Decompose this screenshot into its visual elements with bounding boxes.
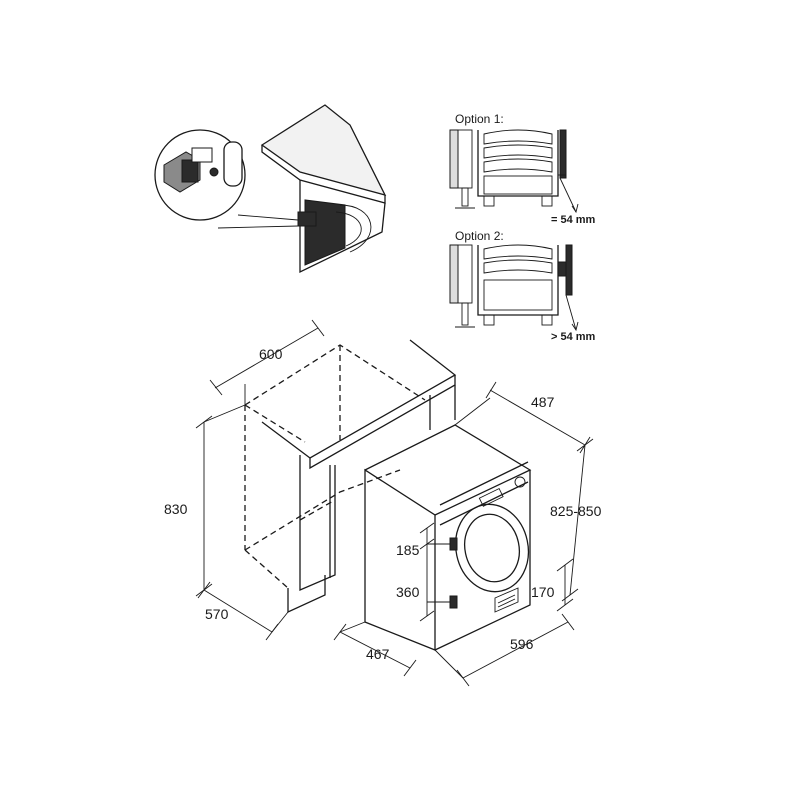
option1-door [559, 129, 567, 179]
dimension-labels: 600 830 570 487 825-850 596 467 185 360 … [164, 346, 602, 662]
dim-cabinet-width: 600 [259, 346, 283, 362]
option2-label: Option 2: [455, 229, 504, 243]
program-dial-icon [514, 476, 526, 488]
dim-machine-base-depth: 467 [366, 646, 390, 662]
option2-machine [477, 245, 559, 316]
hinge-screw-icon [209, 167, 219, 177]
dim-door-upper: 185 [396, 542, 420, 558]
plinth [287, 575, 326, 614]
option2-value: > 54 mm [551, 331, 596, 343]
option2-arrow-icon [571, 321, 579, 332]
hinge-mount [297, 211, 317, 227]
hinge-detail [154, 104, 387, 274]
option2-panel: Option 2: > 54 mm [449, 229, 596, 343]
dim-machine-height: 825-850 [550, 503, 602, 519]
dim-machine-width: 596 [510, 636, 534, 652]
door-hinge-lower-icon [449, 595, 458, 609]
dim-plinth-height: 170 [531, 584, 555, 600]
dim-cabinet-depth: 570 [205, 606, 229, 622]
option1-panel: Option 1: = 54 mm [449, 112, 596, 226]
option2-wall [449, 244, 459, 304]
door-hinge-upper-icon [449, 537, 458, 551]
option1-value: = 54 mm [551, 214, 596, 226]
cabinet-outline [244, 339, 457, 614]
porthole-arc [339, 204, 372, 253]
dimension-lines [195, 319, 594, 687]
hinge-cover-icon [223, 141, 243, 187]
side-panel [299, 455, 336, 591]
machine-front [434, 470, 531, 651]
dim-machine-depth: 487 [531, 394, 555, 410]
option1-arrow-icon [571, 203, 579, 214]
worktop [261, 339, 457, 459]
machine-side [364, 468, 436, 651]
door-panel [304, 199, 346, 266]
display-panel [478, 487, 504, 507]
dim-door-lower: 360 [396, 584, 420, 600]
worktop-corner [260, 104, 387, 197]
option1-machine [477, 130, 559, 197]
filter-grille [494, 587, 519, 613]
option1-wall [449, 129, 459, 189]
machine-top [364, 424, 532, 516]
washer-dryer [364, 424, 532, 651]
option1-label: Option 1: [455, 112, 504, 126]
porthole-door [454, 503, 530, 593]
dim-cabinet-height: 830 [164, 501, 188, 517]
